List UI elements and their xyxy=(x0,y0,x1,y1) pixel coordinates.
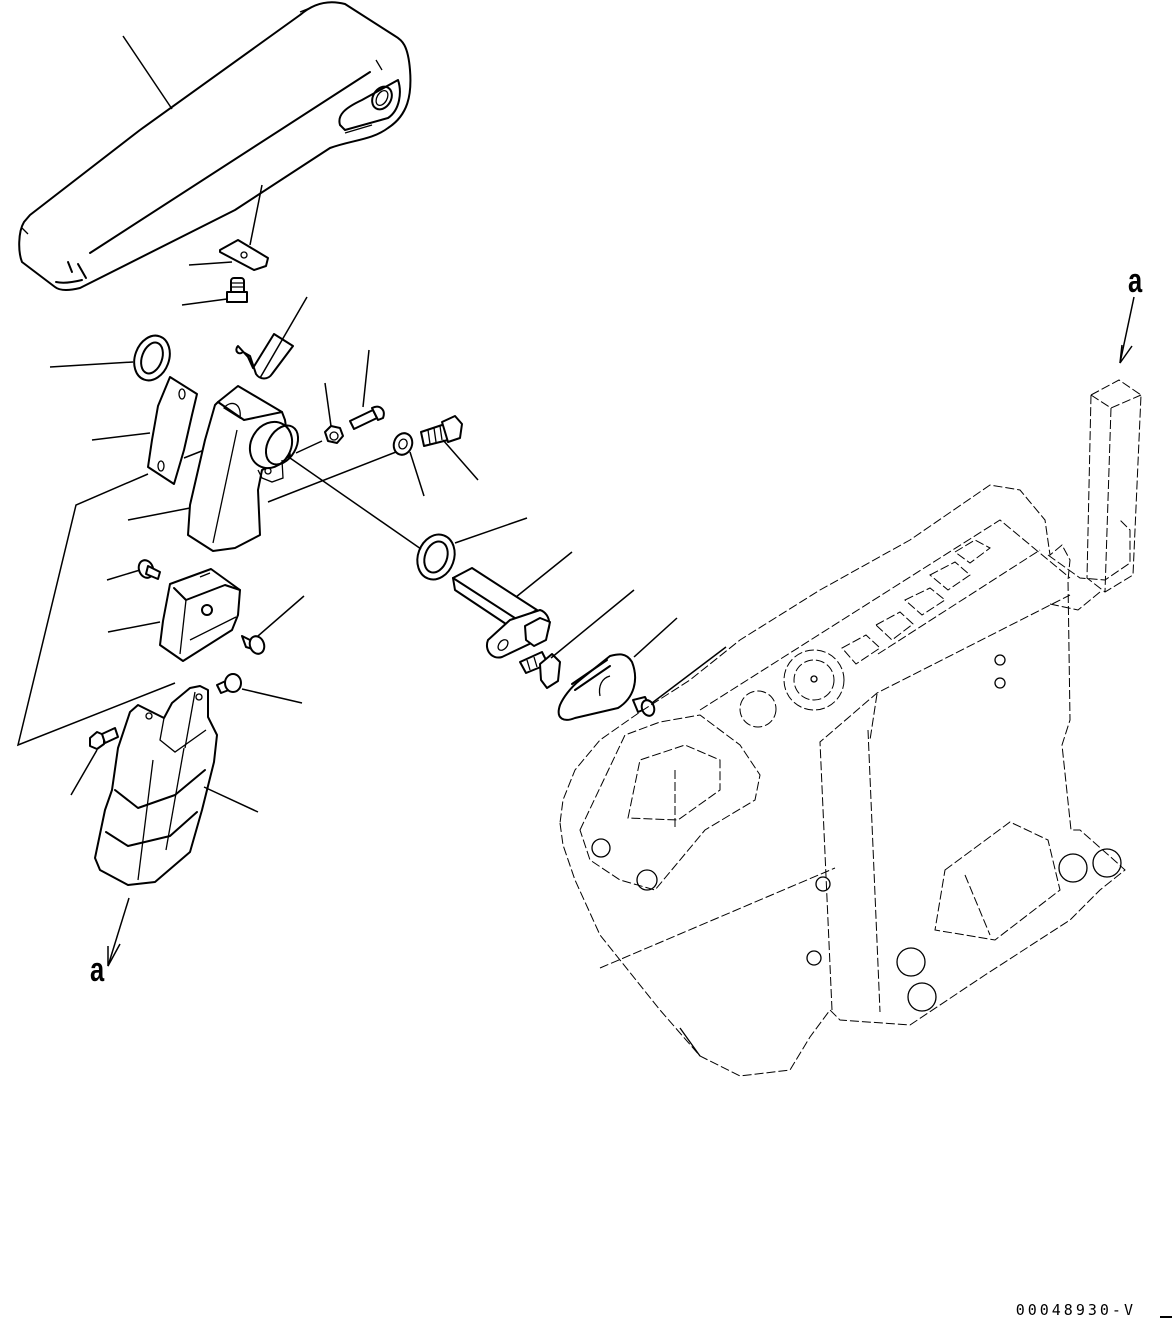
leader-screw-lower-cover-left xyxy=(70,749,98,796)
armrest xyxy=(18,1,412,292)
leader-plate-up xyxy=(249,184,263,246)
shaft xyxy=(452,567,551,659)
bracket-plate xyxy=(147,376,198,485)
cover-plate xyxy=(557,653,637,721)
screw-lower-cover-right xyxy=(216,673,242,694)
bolt-hex xyxy=(420,415,463,447)
arrow-to-ref-a-left xyxy=(107,897,130,967)
leader-washer-small xyxy=(409,451,425,497)
leader-cover-plate xyxy=(633,617,678,658)
leader-clip xyxy=(259,296,308,379)
leader-washer-large-label xyxy=(454,517,528,544)
leader-plate xyxy=(188,261,233,266)
plate xyxy=(219,239,269,271)
leader-nut xyxy=(324,382,332,427)
leader-bolt-hex xyxy=(442,439,479,481)
console-dial xyxy=(783,649,845,711)
figure-id: 00048930-V xyxy=(1015,1301,1136,1319)
bolt-top xyxy=(226,277,248,303)
leader-screw-upper-cover xyxy=(106,569,141,581)
leader-armrest-bracket xyxy=(127,507,191,521)
arrow-to-ref-a-right xyxy=(1119,296,1135,364)
screw-lower-cover-left xyxy=(89,727,119,750)
reference-label-a-right: a xyxy=(1128,262,1143,300)
washer-small xyxy=(392,432,414,456)
leader-flange-bolt xyxy=(550,589,635,659)
reference-label-a-left: a xyxy=(90,951,105,989)
screw-upper-cover-right xyxy=(241,635,266,655)
console-switch-row xyxy=(841,539,991,665)
washer-left xyxy=(133,334,171,382)
leader-bracket-plate xyxy=(91,432,151,441)
leader-bolt-top xyxy=(181,298,228,306)
lower-cover xyxy=(94,685,218,886)
leader-washer-left xyxy=(49,361,134,368)
leader-nut-to-bracket xyxy=(295,440,323,454)
leader-armrest xyxy=(122,35,173,110)
console-bolts xyxy=(591,654,1122,1012)
washer-large xyxy=(416,533,456,581)
upper-cover xyxy=(159,568,241,662)
console-assembly xyxy=(559,379,1142,1077)
leader-washer-small-to-bracket xyxy=(267,451,397,503)
leader-upper-cover xyxy=(107,621,161,633)
corner-mark xyxy=(1160,1316,1172,1318)
leader-shaft xyxy=(515,551,573,598)
leader-group-bracket xyxy=(16,473,176,747)
bolt-small xyxy=(349,405,385,430)
leader-washer-large xyxy=(289,457,422,550)
leader-bolt-small xyxy=(362,349,370,408)
armrest-bracket xyxy=(187,385,300,552)
leader-screw-upper-cover-right xyxy=(257,595,305,637)
flange-bolt xyxy=(519,651,561,689)
nut xyxy=(324,425,344,444)
leader-screw-lower-cover-right xyxy=(241,688,303,704)
leader-screw-right xyxy=(651,646,727,704)
console-knob xyxy=(739,690,777,728)
screw-upper-cover xyxy=(137,559,161,580)
leader-lower-cover xyxy=(203,786,259,813)
clip xyxy=(235,333,294,380)
